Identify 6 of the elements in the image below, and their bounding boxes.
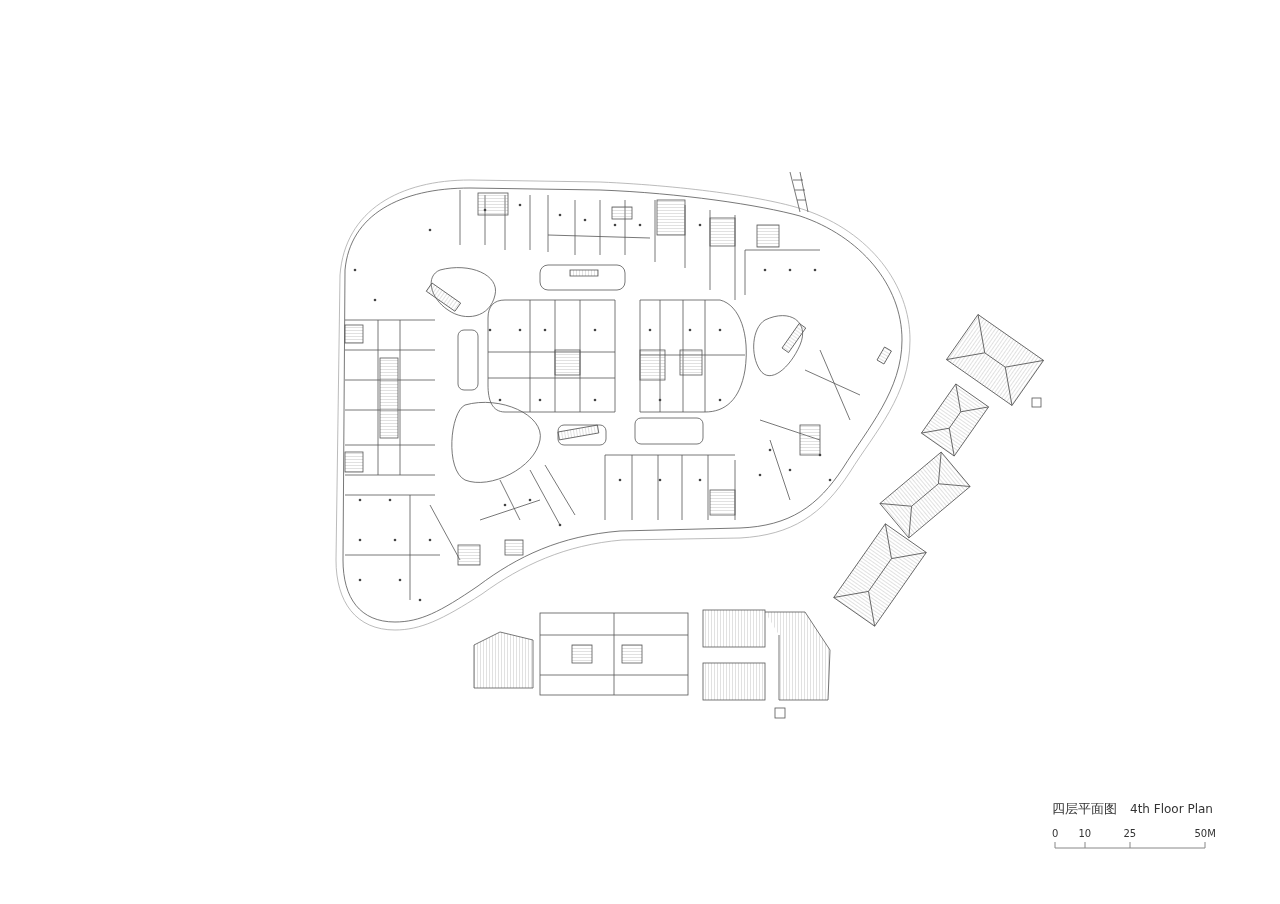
plan-title: 四层平面图 — [1052, 802, 1117, 815]
plan-title-english: 4th Floor Plan — [1130, 803, 1213, 815]
scale-label: 0 — [1052, 829, 1059, 839]
scale-label: 50M — [1194, 829, 1216, 839]
scale-label: 10 — [1078, 829, 1092, 839]
scale-label: 25 — [1123, 829, 1137, 839]
